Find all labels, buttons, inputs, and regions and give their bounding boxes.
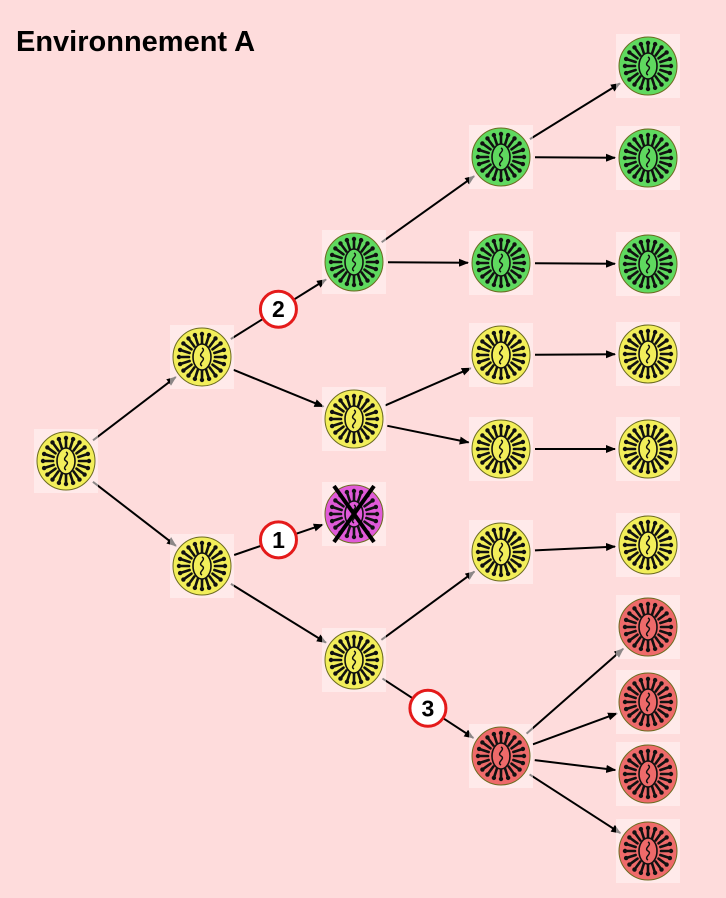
bacterium-icon <box>170 534 234 598</box>
node-g2-yellow-lower <box>322 628 386 692</box>
arrow-g3-red-to-g4-red-3 <box>534 759 617 773</box>
event-marker-2: 2 <box>258 289 298 329</box>
event-markers-layer: 2 1 3 <box>258 289 448 728</box>
bacterium-icon <box>170 325 234 389</box>
arrow-g3-red-to-g4-red-2 <box>532 712 618 746</box>
bacterium-icon <box>616 34 680 98</box>
arrow-g2-green-to-g3-green-b <box>387 258 470 267</box>
arrow-g3-red-to-g4-red-1 <box>525 648 624 735</box>
node-g3-yellow-a <box>469 323 533 387</box>
bacterium-icon <box>616 513 680 577</box>
bacterium-icon <box>616 670 680 734</box>
arrow-g3-red-to-g4-red-4 <box>529 773 622 834</box>
nodes-layer <box>34 34 680 883</box>
node-g4-yellow-3 <box>616 513 680 577</box>
node-g4-red-1 <box>616 595 680 659</box>
bacterium-icon <box>469 724 533 788</box>
bacterium-icon <box>616 322 680 386</box>
bacterium-icon <box>616 742 680 806</box>
node-g1-bottom <box>170 534 234 598</box>
node-root <box>34 429 98 493</box>
node-g4-green-3 <box>616 232 680 296</box>
arrow-root-to-g1-bottom <box>92 480 177 547</box>
bacterium-icon <box>469 323 533 387</box>
arrow-g3-yellow-c-to-g4-yellow-3 <box>534 543 617 552</box>
node-g3-green-a <box>469 125 533 189</box>
marker-label: 2 <box>272 296 285 322</box>
edges-layer <box>92 82 624 834</box>
arrow-g3-green-a-to-g4-green-2 <box>534 153 617 162</box>
bacterium-icon <box>322 230 386 294</box>
node-g4-yellow-1 <box>616 322 680 386</box>
marker-label: 3 <box>422 695 435 721</box>
arrow-g3-yellow-a-to-g4-yellow-1 <box>534 350 617 359</box>
bacterium-icon <box>469 520 533 584</box>
arrow-g2-yellow-lower-to-g3-yellow-c <box>380 570 476 641</box>
marker-label: 1 <box>272 527 285 553</box>
bacterium-icon <box>469 231 533 295</box>
node-g4-green-2 <box>616 126 680 190</box>
bacterium-icon <box>616 595 680 659</box>
node-g3-yellow-b <box>469 417 533 481</box>
node-g4-red-3 <box>616 742 680 806</box>
node-g4-yellow-2 <box>616 417 680 481</box>
bacterium-icon <box>616 126 680 190</box>
node-g2-green <box>322 230 386 294</box>
bacterium-icon <box>322 387 386 451</box>
node-g3-green-b <box>469 231 533 295</box>
bacterium-icon <box>616 232 680 296</box>
node-g3-red <box>469 724 533 788</box>
arrow-g2-yellow-upper-to-g3-yellow-b <box>387 424 470 445</box>
event-marker-1: 1 <box>258 520 298 560</box>
bacterium-icon <box>616 417 680 481</box>
marker-ring <box>408 688 448 728</box>
node-g4-red-2 <box>616 670 680 734</box>
bacterium-icon <box>469 125 533 189</box>
bacterium-icon <box>34 429 98 493</box>
bacterium-icon <box>469 417 533 481</box>
arrow-g2-yellow-upper-to-g3-yellow-a <box>384 367 472 407</box>
page-title: Environnement A <box>16 26 256 58</box>
node-g2-purple-dead <box>322 482 386 546</box>
node-g4-green-1 <box>616 34 680 98</box>
node-g1-top <box>170 325 234 389</box>
bacterium-icon <box>322 628 386 692</box>
bacterium-icon <box>616 819 680 883</box>
node-g3-yellow-c <box>469 520 533 584</box>
arrow-g3-green-a-to-g4-green-1 <box>529 82 621 140</box>
marker-ring <box>258 289 298 329</box>
arrow-g3-green-b-to-g4-green-3 <box>534 259 617 268</box>
marker-ring <box>258 520 298 560</box>
arrow-g2-green-to-g3-green-a <box>381 175 475 244</box>
cross-mark <box>332 484 376 544</box>
arrow-root-to-g1-top <box>92 376 177 442</box>
arrow-g1-bottom-to-g2-yellow-lower <box>230 583 327 644</box>
event-marker-3: 3 <box>408 688 448 728</box>
node-g2-yellow-upper <box>322 387 386 451</box>
arrow-g1-top-to-g2-yellow-upper <box>233 368 325 408</box>
node-g4-red-4 <box>616 819 680 883</box>
